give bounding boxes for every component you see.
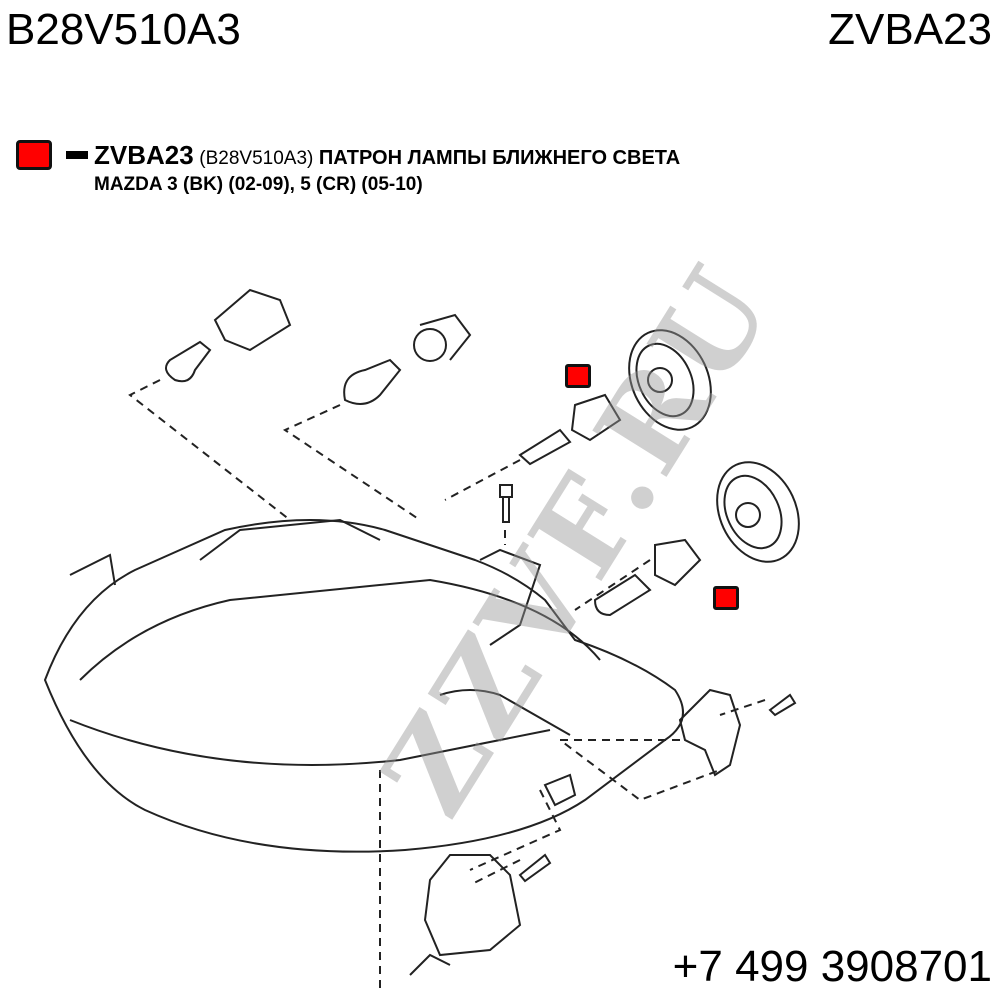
legend-line-1: ZVBA23 (B28V510A3) ПАТРОН ЛАМПЫ БЛИЖНЕГО… <box>94 140 680 171</box>
legend-original: (B28V510A3) <box>199 148 314 169</box>
legend-description: ПАТРОН ЛАМПЫ БЛИЖНЕГО СВЕТА <box>318 147 681 169</box>
bulb-socket-icon <box>518 393 702 617</box>
bracket-icon <box>678 688 742 777</box>
part-marker-low-beam-socket-2[interactable] <box>713 586 739 610</box>
legend-applicability: MAZDA 3 (BK) (02-09), 5 (CR) (05-10) <box>94 174 423 195</box>
signal-bulb-icon <box>165 288 292 383</box>
bolt-icon <box>499 484 797 883</box>
headlamp-housing-icon <box>43 518 684 853</box>
part-marker-low-beam-socket[interactable] <box>565 364 591 388</box>
legend-dash <box>66 151 88 159</box>
phone-number: +7 499 3908701 <box>672 942 992 991</box>
guide-lines <box>128 379 766 990</box>
original-part-number: B28V510A3 <box>6 5 241 54</box>
dust-cap-2-icon <box>716 461 800 563</box>
legend-code: ZVBA23 <box>94 140 194 170</box>
leveling-motor-icon <box>409 854 522 976</box>
dust-cap-icon <box>628 329 712 431</box>
part-code: ZVBA23 <box>828 5 992 54</box>
side-bulb-icon <box>343 313 472 405</box>
legend-color-swatch <box>16 140 52 170</box>
